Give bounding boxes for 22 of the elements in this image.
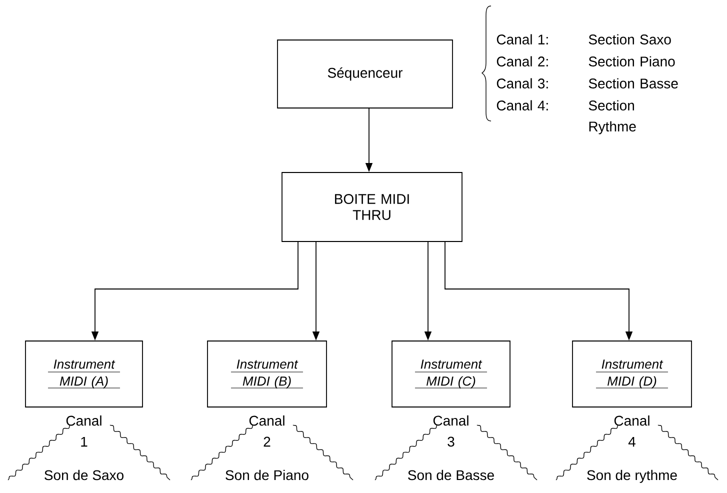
instrument-box: Instrument MIDI (D) [572,340,692,408]
channel-label: Canal 3 [433,415,468,447]
sound-label: Son de rythme [587,470,677,483]
channel-list-text: Canal 2: [496,56,548,66]
channel-list-text: Section Basse [588,78,678,88]
channel-list-text: Section Saxo [588,34,671,44]
channel-list-text: Canal 4: [496,100,548,110]
channel-list-text: Section Rythme [588,100,636,134]
sound-label: Son de Saxo [44,470,124,480]
process-box: BOITE MIDI THRU [282,172,462,242]
channel-list-text: Canal 3: [496,78,548,88]
channel-list-text: Section Piano [588,56,675,66]
channel-list-text: Canal 1: [496,34,548,44]
sound-label: Son de Piano [226,470,308,480]
channel-label: Canal 4 [614,415,650,447]
instrument-box: Instrument MIDI (B) [207,340,327,408]
sound-label: Son de Basse [408,470,494,480]
process-box: Séquenceur [277,40,453,108]
channel-label: Canal 1 [66,415,102,447]
instrument-box: Instrument MIDI (A) [25,340,143,408]
instrument-box: Instrument MIDI (C) [392,340,510,408]
channel-label: Canal 2 [249,415,284,447]
